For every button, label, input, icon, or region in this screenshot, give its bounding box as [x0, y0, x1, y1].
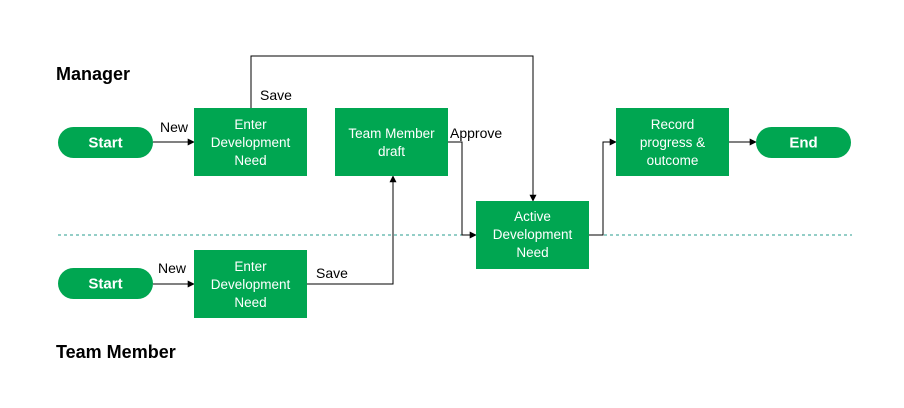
node-manager-enter-line-3: Need: [234, 153, 266, 168]
node-record-progress-outcome[interactable]: Record progress & outcome: [616, 108, 729, 176]
edge-tm-save-to-draft: [307, 175, 397, 285]
edge-label-approve: Approve: [450, 125, 502, 141]
node-team-member-start[interactable]: Start: [58, 268, 153, 299]
node-tm-enter-line-3: Need: [234, 295, 266, 310]
edge-label-tm-new: New: [158, 260, 187, 276]
edge-draft-to-active: [448, 141, 477, 239]
node-manager-start-label: Start: [88, 135, 122, 152]
lane-title-team-member: Team Member: [56, 342, 176, 362]
node-record-line-1: Record: [651, 117, 695, 132]
node-manager-enter-development-need[interactable]: Enter Development Need: [194, 108, 307, 176]
edge-label-mgr-new: New: [160, 119, 189, 135]
node-team-member-enter-development-need[interactable]: Enter Development Need: [194, 250, 307, 318]
connectors: [153, 55, 757, 288]
node-manager-enter-line-2: Development: [211, 135, 291, 150]
node-end[interactable]: End: [756, 127, 851, 158]
node-manager-enter-line-1: Enter: [234, 117, 267, 132]
node-active-development-need[interactable]: Active Development Need: [476, 201, 589, 269]
node-end-label: End: [789, 135, 817, 152]
edge-active-to-record: [589, 138, 617, 236]
node-record-line-2: progress &: [640, 135, 705, 150]
edge-label-tm-save: Save: [316, 265, 348, 281]
lane-title-manager: Manager: [56, 64, 130, 84]
node-record-line-3: outcome: [647, 153, 699, 168]
node-team-member-start-label: Start: [88, 276, 122, 293]
node-tm-enter-line-1: Enter: [234, 259, 267, 274]
node-active-line-1: Active: [514, 209, 551, 224]
edge-label-mgr-save: Save: [260, 87, 292, 103]
edge-mgr-save-to-active: [250, 55, 537, 202]
node-draft-line-2: draft: [378, 144, 405, 159]
node-team-member-draft[interactable]: Team Member draft: [335, 108, 448, 176]
node-draft-line-1: Team Member: [348, 126, 435, 141]
node-manager-start[interactable]: Start: [58, 127, 153, 158]
node-active-line-3: Need: [516, 245, 548, 260]
node-tm-enter-line-2: Development: [211, 277, 291, 292]
node-active-line-2: Development: [493, 227, 573, 242]
